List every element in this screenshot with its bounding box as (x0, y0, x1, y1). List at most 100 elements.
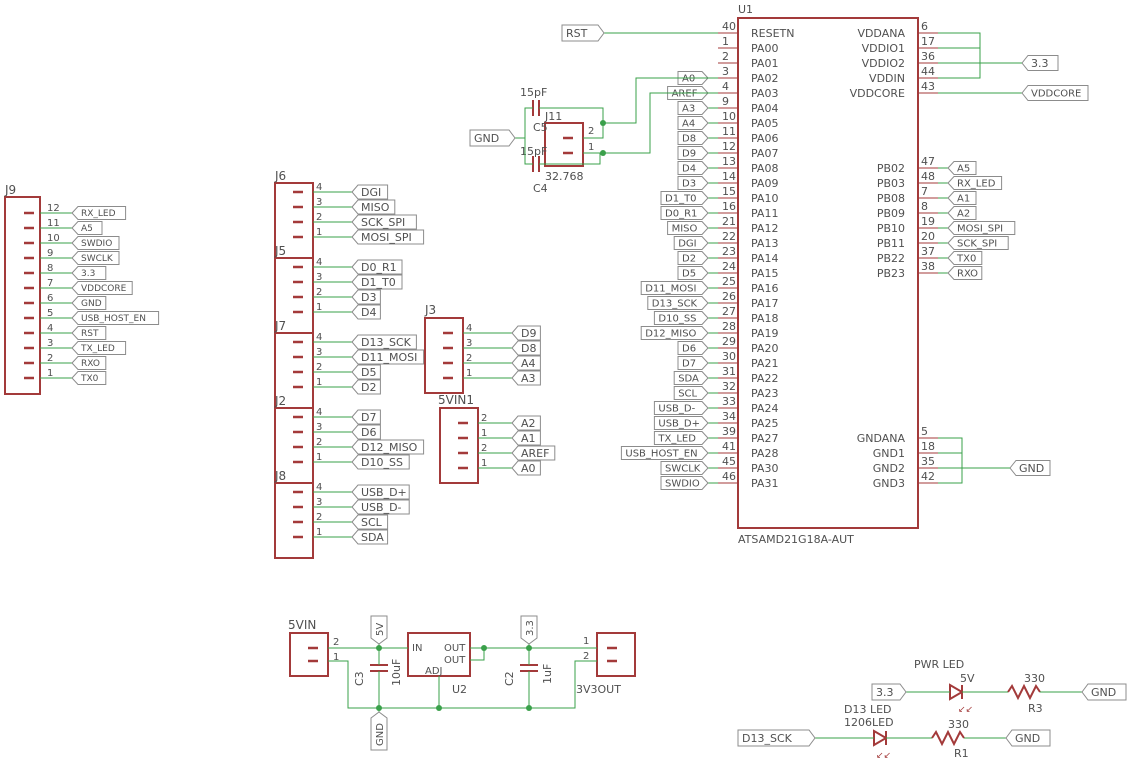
5vin-pin-1: 1 (333, 652, 339, 663)
u1-value: ATSAMD21G18A-AUT (738, 533, 854, 546)
net-flag-label: TX0 (80, 374, 99, 384)
j9-pin-number: 1 (47, 368, 53, 379)
net-flag: RXO (71, 356, 107, 370)
crystal-pin-1: 1 (588, 142, 594, 153)
c5-ref: C5 (533, 121, 548, 134)
net-flag: GND (370, 711, 388, 751)
net-flag: DGI (351, 184, 389, 200)
net-flag-label: D10_SS (361, 456, 403, 469)
net-flag: USB_D+ (653, 416, 709, 430)
net-flag-shape (351, 184, 389, 200)
net-flag: D1_T0 (660, 191, 709, 205)
u1-pin-name: GND1 (873, 447, 905, 460)
u1-pin-name: PA13 (751, 237, 778, 250)
net-flag-shape (520, 615, 538, 645)
u1-pin-number: 13 (722, 155, 736, 168)
u1-pin-number: 4 (722, 80, 729, 93)
net-flag: RST (71, 326, 107, 340)
net-flag-label: AREF (521, 447, 549, 460)
net-flag-shape (947, 251, 983, 265)
net-flag-shape (737, 729, 816, 747)
net-flag: A3 (511, 370, 541, 386)
u1-pin-name: GND2 (873, 462, 905, 475)
u1-pin-name: PA30 (751, 462, 778, 475)
net-flag-shape (351, 364, 381, 380)
net-flag-shape (351, 304, 381, 320)
crystal-wire (539, 92, 718, 165)
vdd-bus-wire (938, 32, 981, 79)
net-flag-shape (71, 221, 103, 235)
net-flag-label: D8 (682, 134, 696, 145)
net-flag-label: 3.3 (1031, 57, 1049, 70)
j9-pin: 83.3 (24, 263, 107, 280)
junction (481, 645, 487, 651)
u1-pin-number: 32 (722, 380, 736, 393)
u1-pin-name: PA08 (751, 162, 778, 175)
net-flag: A1 (947, 191, 977, 205)
net-flag: GND (71, 296, 107, 310)
crystal-pin-2: 2 (588, 126, 594, 137)
5vin-ref: 5VIN (288, 618, 316, 632)
u1-pin-number: 25 (722, 275, 736, 288)
header-pin-number: 1 (316, 527, 322, 538)
header-body (274, 482, 314, 559)
net-flag-label: DGI (361, 186, 381, 199)
header-pin-number: 4 (316, 257, 322, 268)
pwr-led-supply: 5V (960, 672, 975, 685)
net-flag: TX0 (71, 371, 107, 385)
header-pin-number: 2 (316, 512, 322, 523)
header-ref: J3 (424, 303, 436, 317)
u2-out2: OUT (444, 655, 466, 666)
u1-pin-number: 21 (722, 215, 736, 228)
u1-pin-name: PB22 (877, 252, 905, 265)
net-flag: D3 (677, 176, 709, 190)
net-flag: A0 (511, 460, 541, 476)
u1-pin-name: VDDIO1 (862, 42, 905, 55)
net-flag-shape (677, 176, 709, 190)
u1-pin-number: 6 (921, 20, 928, 33)
net-flag-label: RXO (957, 269, 978, 280)
net-flag-label: SWDIO (665, 479, 700, 490)
u1-pin-name: PB03 (877, 177, 905, 190)
net-flag-label: USB_HOST_EN (625, 449, 697, 460)
net-flag: D11_MOSI (351, 349, 425, 365)
net-flag-label: D2 (361, 381, 376, 394)
net-flag: AREF (511, 445, 556, 461)
net-flag-shape (351, 214, 417, 230)
junction (376, 645, 382, 651)
reg-wire (470, 648, 485, 661)
net-flag-shape (677, 161, 709, 175)
net-flag-label: USB_D+ (361, 486, 407, 499)
net-flag: 3.3 (71, 266, 107, 280)
net-flag-shape (677, 131, 709, 145)
u1-pin-number: 12 (722, 140, 736, 153)
net-flag-label: D13_SCK (742, 732, 793, 745)
u1-pin-name: GND3 (873, 477, 905, 490)
j9-ref: J9 (4, 183, 16, 197)
u1-pin-name: PA19 (751, 327, 778, 340)
net-flag-label: GND (1019, 462, 1044, 475)
net-flag-label: D7 (682, 359, 696, 370)
net-flag-label: D2 (682, 254, 696, 265)
net-flag: D7 (351, 409, 381, 425)
